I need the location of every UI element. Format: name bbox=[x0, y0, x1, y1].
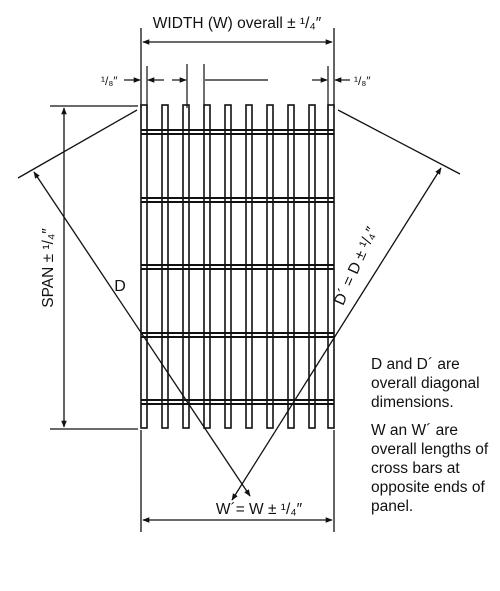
bearing-bars bbox=[140, 104, 335, 429]
width-dimension bbox=[140, 28, 335, 108]
w-prime-dimension bbox=[140, 430, 335, 532]
note-cross-bars: W an W´ are overall lengths of cross bar… bbox=[371, 422, 489, 515]
width-label: WIDTH (W) overall ± ¹/₄″ bbox=[153, 15, 322, 32]
cross-bars bbox=[141, 129, 334, 405]
diagonal-dimensions bbox=[17, 109, 461, 501]
w-prime-label: W´= W ± ¹/₄″ bbox=[216, 501, 303, 518]
eighth-right-label: ¹/₈″ bbox=[354, 74, 371, 88]
span-dimension bbox=[50, 105, 138, 430]
diagonal-d-label: D bbox=[114, 278, 126, 295]
eighth-dimensions bbox=[124, 64, 350, 110]
span-label: SPAN ± ¹/₄″ bbox=[40, 228, 57, 308]
diagonal-d-prime-label: D´ = D ± ¹/₄″ bbox=[331, 224, 381, 308]
grating-panel bbox=[140, 104, 335, 429]
eighth-left-label: ¹/₈″ bbox=[101, 74, 118, 88]
note-diagonals: D and D´ are overall diagonal dimensions… bbox=[371, 356, 480, 411]
